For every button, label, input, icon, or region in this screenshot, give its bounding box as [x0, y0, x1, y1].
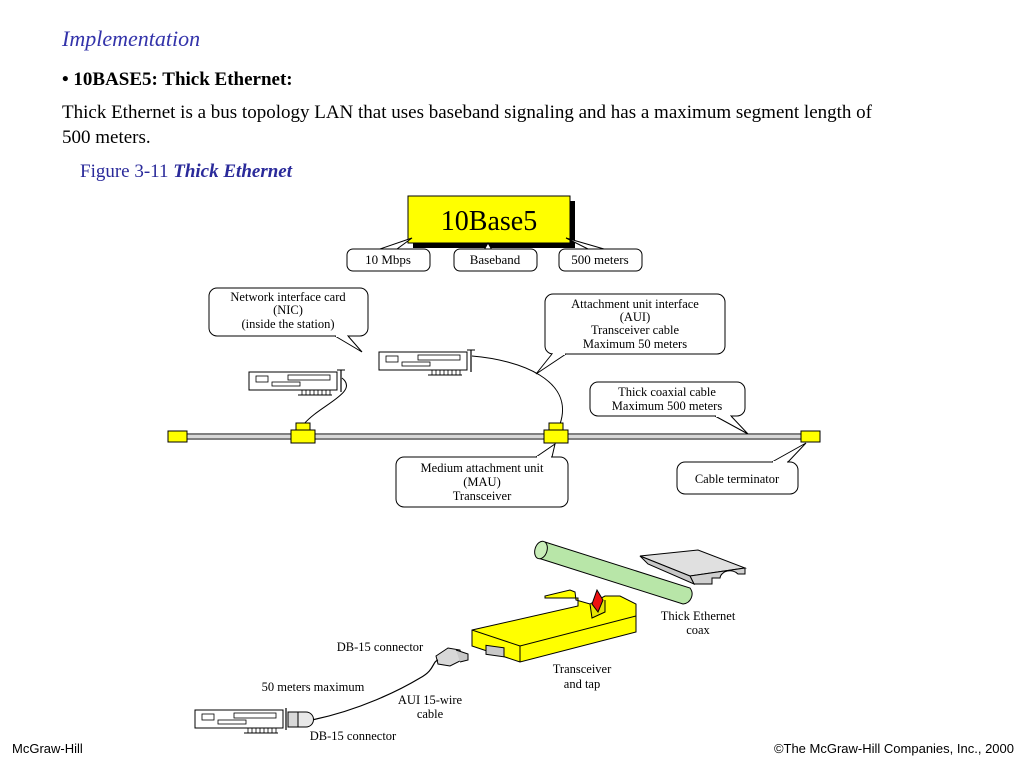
aui-line-4: Maximum 50 meters: [583, 337, 687, 351]
nic-card-upper: [378, 349, 475, 376]
aui-cable-label-2: cable: [417, 707, 444, 721]
footer-publisher: McGraw-Hill: [12, 741, 83, 756]
coax-label-1: Thick Ethernet: [661, 609, 736, 623]
aui-cable-3d: [311, 659, 439, 721]
tap-clamp: [639, 549, 747, 586]
aui-cable-left: [303, 377, 347, 425]
speed-label: 10 Mbps: [365, 252, 411, 267]
mau-line-3: Transceiver: [453, 489, 512, 503]
body-paragraph: Thick Ethernet is a bus topology LAN tha…: [62, 102, 872, 148]
db15-top-label: DB-15 connector: [337, 640, 424, 654]
aui-line-1: Attachment unit interface: [571, 297, 699, 311]
slide-title: Implementation: [62, 26, 201, 51]
tap-pin: [591, 588, 604, 613]
bullet-heading-text: 10BASE5: Thick Ethernet:: [73, 69, 293, 90]
signaling-box: Baseband: [453, 248, 538, 272]
mau-center: [543, 422, 569, 444]
transceiver-body: [471, 589, 637, 663]
transceiver-label-2: and tap: [564, 677, 600, 691]
mau-line-2: (MAU): [463, 475, 501, 489]
aui-line-3: Transceiver cable: [591, 323, 679, 337]
figure-number: Figure 3-11: [80, 161, 169, 182]
bullet-symbol: •: [62, 69, 69, 90]
terminator-left: [167, 430, 188, 443]
max-length-label: 50 meters maximum: [262, 680, 365, 694]
nic-line-2: (NIC): [273, 303, 303, 317]
aui-callout: Attachment unit interface (AUI) Transcei…: [535, 293, 726, 375]
nic-card-bottom: [194, 708, 287, 734]
aui-cable-label-1: AUI 15-wire: [398, 693, 463, 707]
coax-label-2: coax: [686, 623, 710, 637]
distance-box: 500 meters: [558, 248, 643, 272]
speed-box: 10 Mbps: [346, 248, 431, 272]
coax-callout: Thick coaxial cable Maximum 500 meters: [589, 381, 749, 435]
coax-bus: [187, 433, 802, 440]
figure-title: Thick Ethernet: [173, 161, 292, 182]
nic-callout: Network interface card (NIC) (inside the…: [208, 287, 369, 353]
bullet-heading: • 10BASE5: Thick Ethernet:: [62, 69, 293, 91]
coax-line-1: Thick coaxial cable: [618, 385, 716, 399]
db15-connector-top: [435, 647, 469, 667]
terminator-callout: Cable terminator: [676, 442, 807, 495]
nic-card-left: [248, 369, 345, 396]
aui-line-2: (AUI): [620, 310, 651, 324]
nic-line-3: (inside the station): [241, 317, 334, 331]
figure-caption: Figure 3-11 Thick Ethernet: [80, 161, 292, 183]
db15-connector-bottom: [287, 711, 314, 728]
mau-line-1: Medium attachment unit: [421, 461, 544, 475]
transceiver-label-1: Transceiver: [553, 662, 612, 676]
coax-line-2: Maximum 500 meters: [612, 399, 723, 413]
footer-copyright: ©The McGraw-Hill Companies, Inc., 2000: [773, 741, 1014, 756]
distance-label: 500 meters: [571, 252, 628, 267]
speed-pointer: [379, 237, 413, 250]
terminator-right: [800, 430, 821, 443]
aui-cable-upper: [471, 355, 563, 425]
standard-box: 10Base5: [407, 195, 575, 248]
standard-label: 10Base5: [441, 206, 537, 237]
mau-callout: Medium attachment unit (MAU) Transceiver: [395, 442, 569, 508]
terminator-label: Cable terminator: [695, 472, 780, 486]
nic-line-1: Network interface card: [230, 290, 346, 304]
db15-bottom-label: DB-15 connector: [310, 729, 397, 743]
mau-left: [290, 422, 316, 444]
signaling-label: Baseband: [470, 252, 521, 267]
thick-coax-3d: [534, 540, 693, 605]
